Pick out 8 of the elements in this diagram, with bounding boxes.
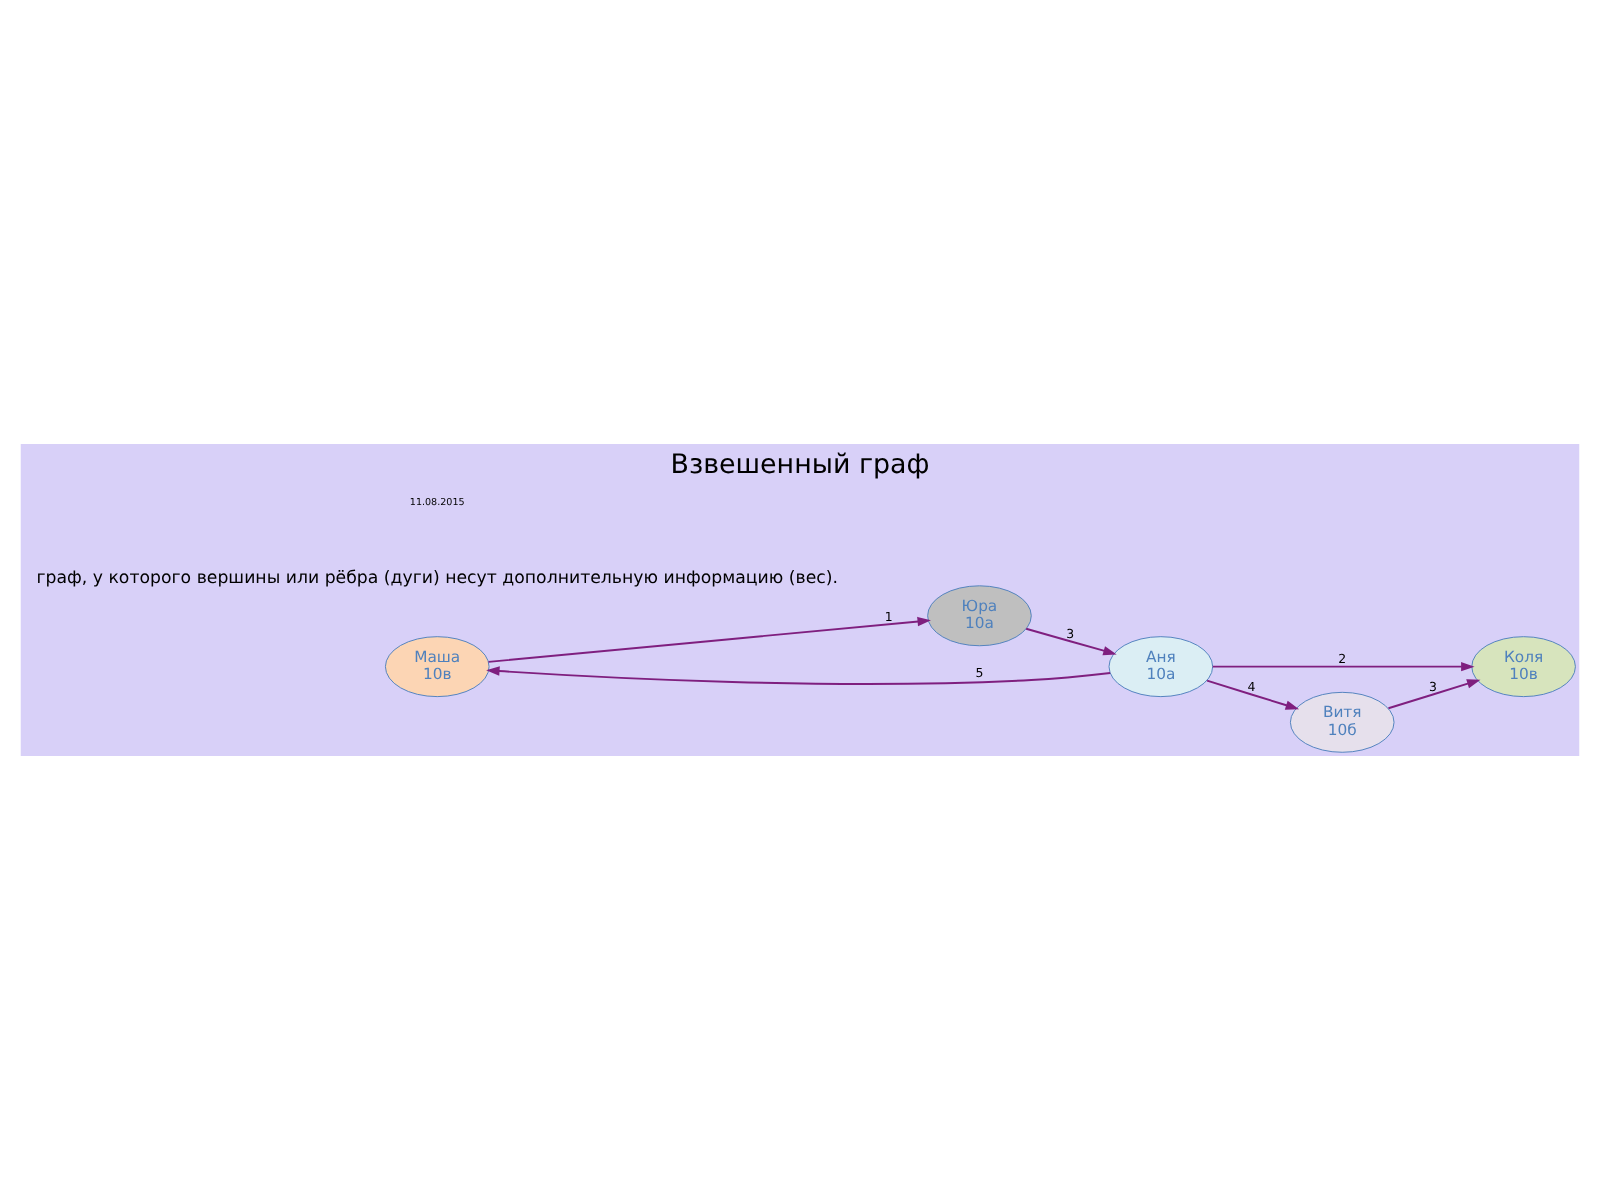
arrow xyxy=(1025,627,1117,656)
arrow xyxy=(487,616,931,663)
label: граф, у которого вершины или рёбра (дуги) несут дополнительную информацию (вес). xyxy=(36,568,839,589)
arrow xyxy=(486,666,1112,685)
arrow xyxy=(1206,679,1300,710)
arrow xyxy=(1211,661,1475,672)
diagram-title: Взвешенный граф xyxy=(670,451,930,482)
arrow xyxy=(1387,679,1481,710)
